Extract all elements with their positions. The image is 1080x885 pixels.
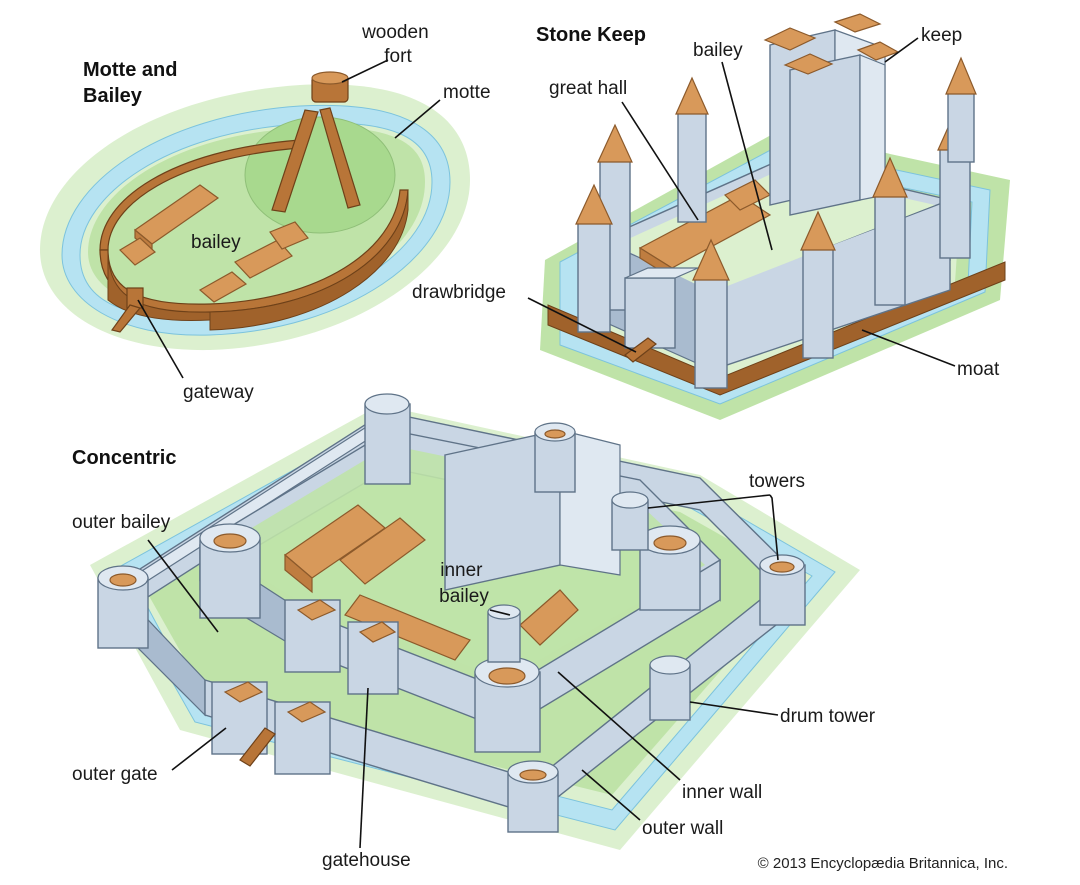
leader-lines [137, 37, 956, 849]
label-gatehouse: gatehouse [322, 850, 411, 871]
motte-and-bailey-title: Motte and Bailey [83, 59, 183, 107]
label-inner-wall: inner wall [682, 782, 762, 803]
copyright-credit: © 2013 Encyclopædia Britannica, Inc. [758, 855, 1008, 872]
label-great-hall: great hall [549, 78, 627, 99]
label-moat: moat [957, 359, 1000, 380]
label-bailey-motte: bailey [191, 232, 241, 253]
label-outer-gate: outer gate [72, 764, 158, 785]
motte-and-bailey-illustration [40, 71, 470, 351]
label-gateway: gateway [183, 382, 254, 403]
stone-keep-title: Stone Keep [536, 24, 646, 46]
label-outer-bailey: outer bailey [72, 512, 171, 533]
concentric-title: Concentric [72, 447, 176, 469]
label-motte: motte [443, 82, 491, 103]
label-towers: towers [749, 471, 805, 492]
concentric-illustration [90, 393, 860, 850]
label-bailey-stone: bailey [693, 40, 743, 61]
label-inner-bailey: inner bailey [439, 560, 489, 607]
label-wooden-fort: wooden fort [361, 22, 434, 67]
label-outer-wall: outer wall [642, 818, 723, 839]
label-drum-tower: drum tower [780, 706, 876, 727]
label-drawbridge: drawbridge [412, 282, 506, 303]
stone-keep-illustration [540, 13, 1010, 420]
label-keep: keep [921, 25, 962, 46]
